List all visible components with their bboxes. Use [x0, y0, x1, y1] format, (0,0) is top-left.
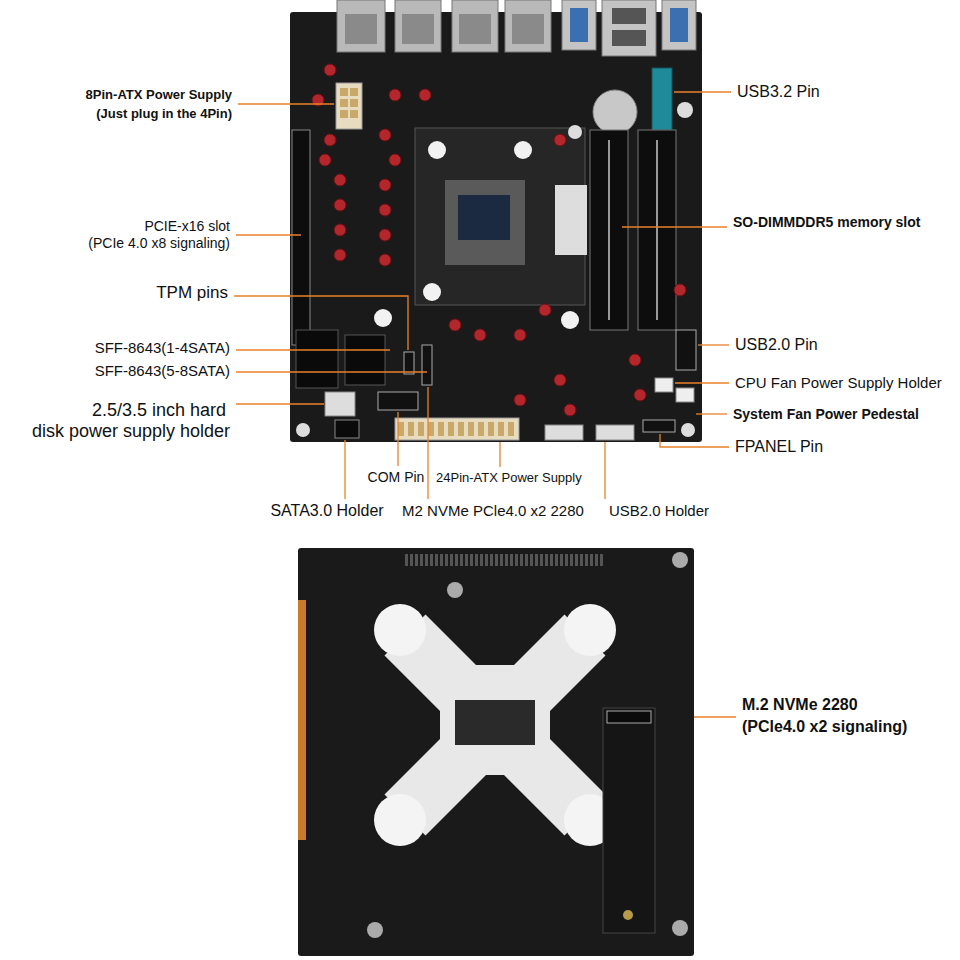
capacitor: [379, 229, 391, 241]
part-label: SFF-8643(5-8SATA): [95, 362, 230, 379]
pin-row: [405, 554, 605, 566]
part-label: FPANEL Pin: [735, 438, 823, 456]
part-label: SO-DIMMDDR5 memory slot: [733, 214, 920, 230]
cpu-backplate: [374, 604, 616, 846]
tpm-header: [404, 352, 414, 374]
leader-line: [344, 440, 345, 499]
part-label: COM Pin: [368, 469, 425, 485]
leader-line: [397, 412, 398, 466]
capacitor: [324, 64, 336, 76]
capacitor: [379, 129, 391, 141]
leader-line: [238, 103, 334, 104]
part-label: SFF-8643(1-4SATA): [95, 339, 230, 356]
capacitor: [324, 134, 336, 146]
leader-line: [427, 387, 428, 499]
board-bottom: [298, 548, 694, 956]
part-label: M2 NVMe PCle4.0 x2 2280: [402, 502, 584, 519]
capacitor: [379, 204, 391, 216]
capacitor: [389, 154, 401, 166]
leader-line: [622, 226, 727, 227]
ethernet-ports: [337, 0, 551, 52]
part-label: CPU Fan Power Supply Holder: [735, 374, 942, 391]
capacitor: [514, 394, 526, 406]
capacitor: [539, 304, 551, 316]
sodimm-slots: [590, 130, 676, 330]
capacitor: [319, 154, 331, 166]
leader-line: [696, 413, 727, 414]
capacitor: [554, 374, 566, 386]
system-fan-header: [676, 388, 694, 402]
leader-line: [674, 91, 731, 92]
leader-line: [499, 442, 500, 467]
part-label: 24Pin-ATX Power Supply: [436, 471, 582, 486]
capacitor: [564, 404, 576, 416]
part-label: (PCIe 4.0 x8 signaling): [88, 235, 230, 251]
sata-connector: [335, 420, 359, 438]
usb32-header: [652, 68, 672, 130]
part-label: SATA3.0 Holder: [270, 502, 383, 520]
capacitor: [389, 89, 401, 101]
cpu-fan-header: [655, 378, 673, 392]
leader-line: [698, 344, 729, 345]
capacitor: [419, 89, 431, 101]
leader-line: [236, 371, 427, 372]
capacitor: [334, 249, 346, 261]
capacitor: [334, 224, 346, 236]
leader-line: [660, 434, 729, 447]
part-label: (PCle4.0 x2 signaling): [742, 718, 907, 736]
fpanel-header: [643, 420, 675, 432]
mounting-holes: [367, 552, 688, 938]
part-label: USB3.2 Pin: [737, 83, 820, 101]
m2-slot-top: [422, 345, 432, 385]
capacitor: [379, 254, 391, 266]
capacitor: [634, 389, 646, 401]
capacitor: [334, 199, 346, 211]
cmos-battery: [593, 90, 637, 134]
atx-8pin-connector: [336, 83, 362, 129]
cpu-area: [374, 128, 587, 329]
capacitors: [312, 64, 686, 416]
capacitor: [379, 179, 391, 191]
usb2-holder: [596, 425, 634, 440]
pcie-slot: [292, 130, 310, 345]
usb2-holder: [545, 425, 583, 440]
pcie-fingers: [298, 600, 306, 840]
capacitor: [334, 174, 346, 186]
capacitor: [554, 134, 566, 146]
leader-line: [234, 296, 408, 350]
usb2-header: [676, 330, 696, 370]
usb-ports: [562, 0, 696, 56]
part-label: USB2.0 Pin: [735, 336, 818, 354]
part-label: 8Pin-ATX Power Supply: [86, 88, 232, 103]
part-label: TPM pins: [156, 283, 228, 303]
capacitor: [514, 329, 526, 341]
m2-slot-bottom: [603, 708, 655, 933]
atx-24pin-connector: [395, 418, 519, 440]
leader-line: [604, 442, 605, 499]
capacitor: [474, 329, 486, 341]
sff8643-connectors: [296, 330, 385, 388]
part-label: disk power supply holder: [32, 421, 230, 442]
part-label: (Just plug in the 4Pin): [96, 107, 232, 122]
leader-line: [675, 382, 729, 383]
capacitor: [449, 319, 461, 331]
mounting-holes: [296, 102, 695, 437]
part-label: M.2 NVMe 2280: [742, 696, 858, 714]
part-label: 2.5/3.5 inch hard: [92, 400, 226, 421]
leader-line: [236, 234, 301, 235]
leader-line: [236, 403, 324, 404]
hdd-power-connector: [325, 392, 355, 416]
capacitor: [674, 284, 686, 296]
capacitor: [629, 354, 641, 366]
com-header: [378, 392, 418, 410]
part-label: PCIE-x16 slot: [144, 218, 230, 234]
leader-line: [236, 349, 390, 350]
part-label: System Fan Power Pedestal: [733, 406, 919, 422]
part-label: USB2.0 Holder: [609, 502, 709, 519]
